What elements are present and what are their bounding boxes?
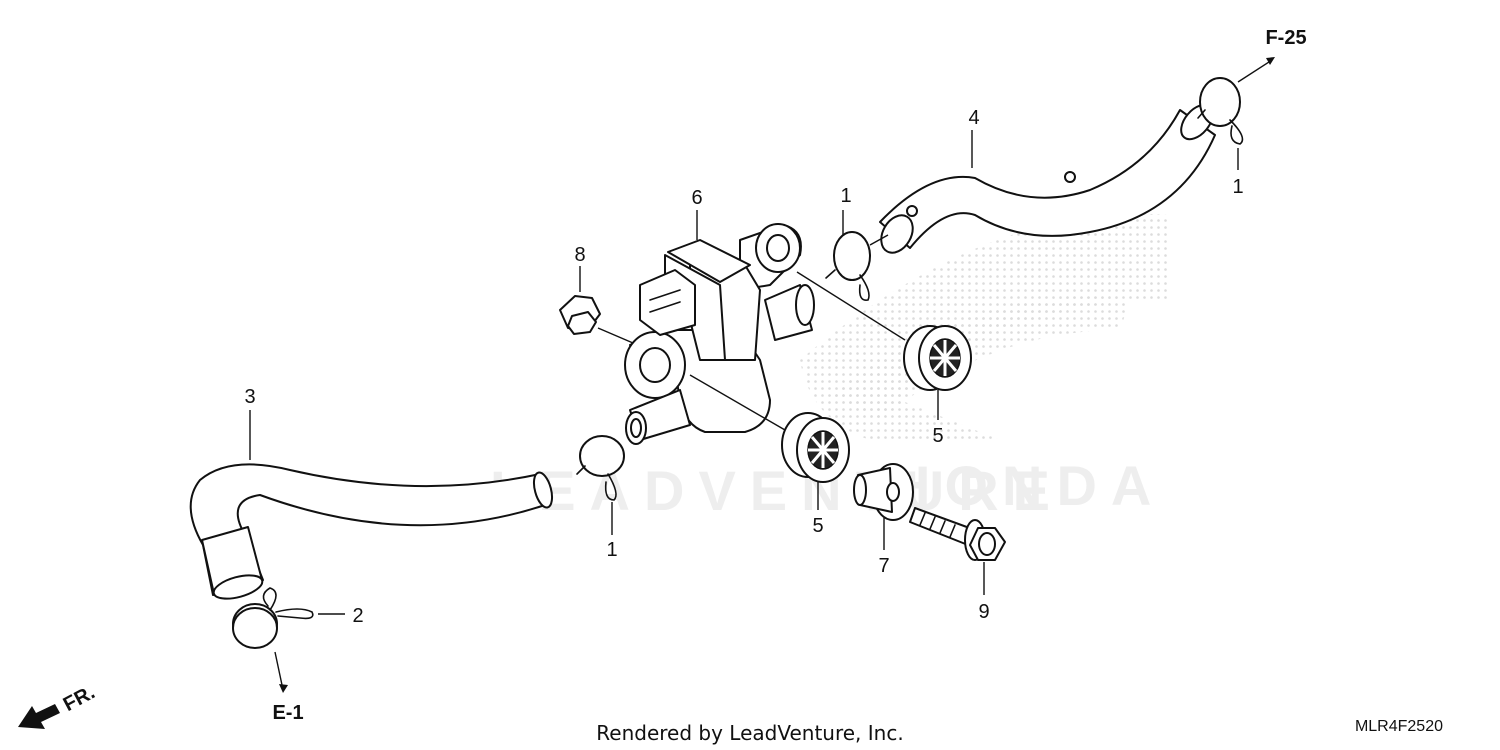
honda-watermark: HONDA xyxy=(890,454,1165,517)
callout-1-lower: 1 xyxy=(606,539,617,561)
collar-washer[interactable] xyxy=(853,463,914,521)
hose-clamp-top-right[interactable] xyxy=(1197,77,1244,145)
lower-air-hose[interactable] xyxy=(189,463,556,603)
honda-wing-watermark xyxy=(800,213,1170,440)
air-injection-solenoid-valve[interactable] xyxy=(624,223,815,445)
callout-3: 3 xyxy=(244,386,255,408)
reference-f25[interactable]: F-25 xyxy=(1265,27,1306,49)
callout-8: 8 xyxy=(574,244,585,266)
callout-2: 2 xyxy=(352,605,363,627)
callout-1-top-right: 1 xyxy=(1232,176,1243,198)
callout-5-lower: 5 xyxy=(812,515,823,537)
reference-e1[interactable]: E-1 xyxy=(272,702,303,724)
leadventure-watermark: LEADVENTURE xyxy=(490,459,1064,522)
rubber-grommet-upper[interactable] xyxy=(903,325,972,391)
hose-clamp-wire[interactable] xyxy=(232,587,314,649)
front-arrow-icon xyxy=(18,704,60,729)
arrow-f25-icon xyxy=(1266,57,1275,65)
front-direction-label: FR. xyxy=(60,681,99,716)
callout-5-upper: 5 xyxy=(932,425,943,447)
callout-9: 9 xyxy=(978,601,989,623)
callout-7: 7 xyxy=(878,555,889,577)
arrow-e1-icon xyxy=(279,684,288,693)
footer-credit: Rendered by LeadVenture, Inc. xyxy=(596,721,903,745)
hose-clamp-upper-left[interactable] xyxy=(825,231,871,302)
diagram-code: MLR4F2520 xyxy=(1355,718,1443,735)
callout-6: 6 xyxy=(691,187,702,209)
rubber-grommet-lower[interactable] xyxy=(781,412,850,483)
flange-nut[interactable] xyxy=(559,295,601,335)
callout-1-upper: 1 xyxy=(840,185,851,207)
hose-clamp-lower[interactable] xyxy=(576,435,625,501)
leader-lines xyxy=(249,59,1273,686)
flange-bolt[interactable] xyxy=(909,507,1006,561)
callout-4: 4 xyxy=(968,107,979,129)
